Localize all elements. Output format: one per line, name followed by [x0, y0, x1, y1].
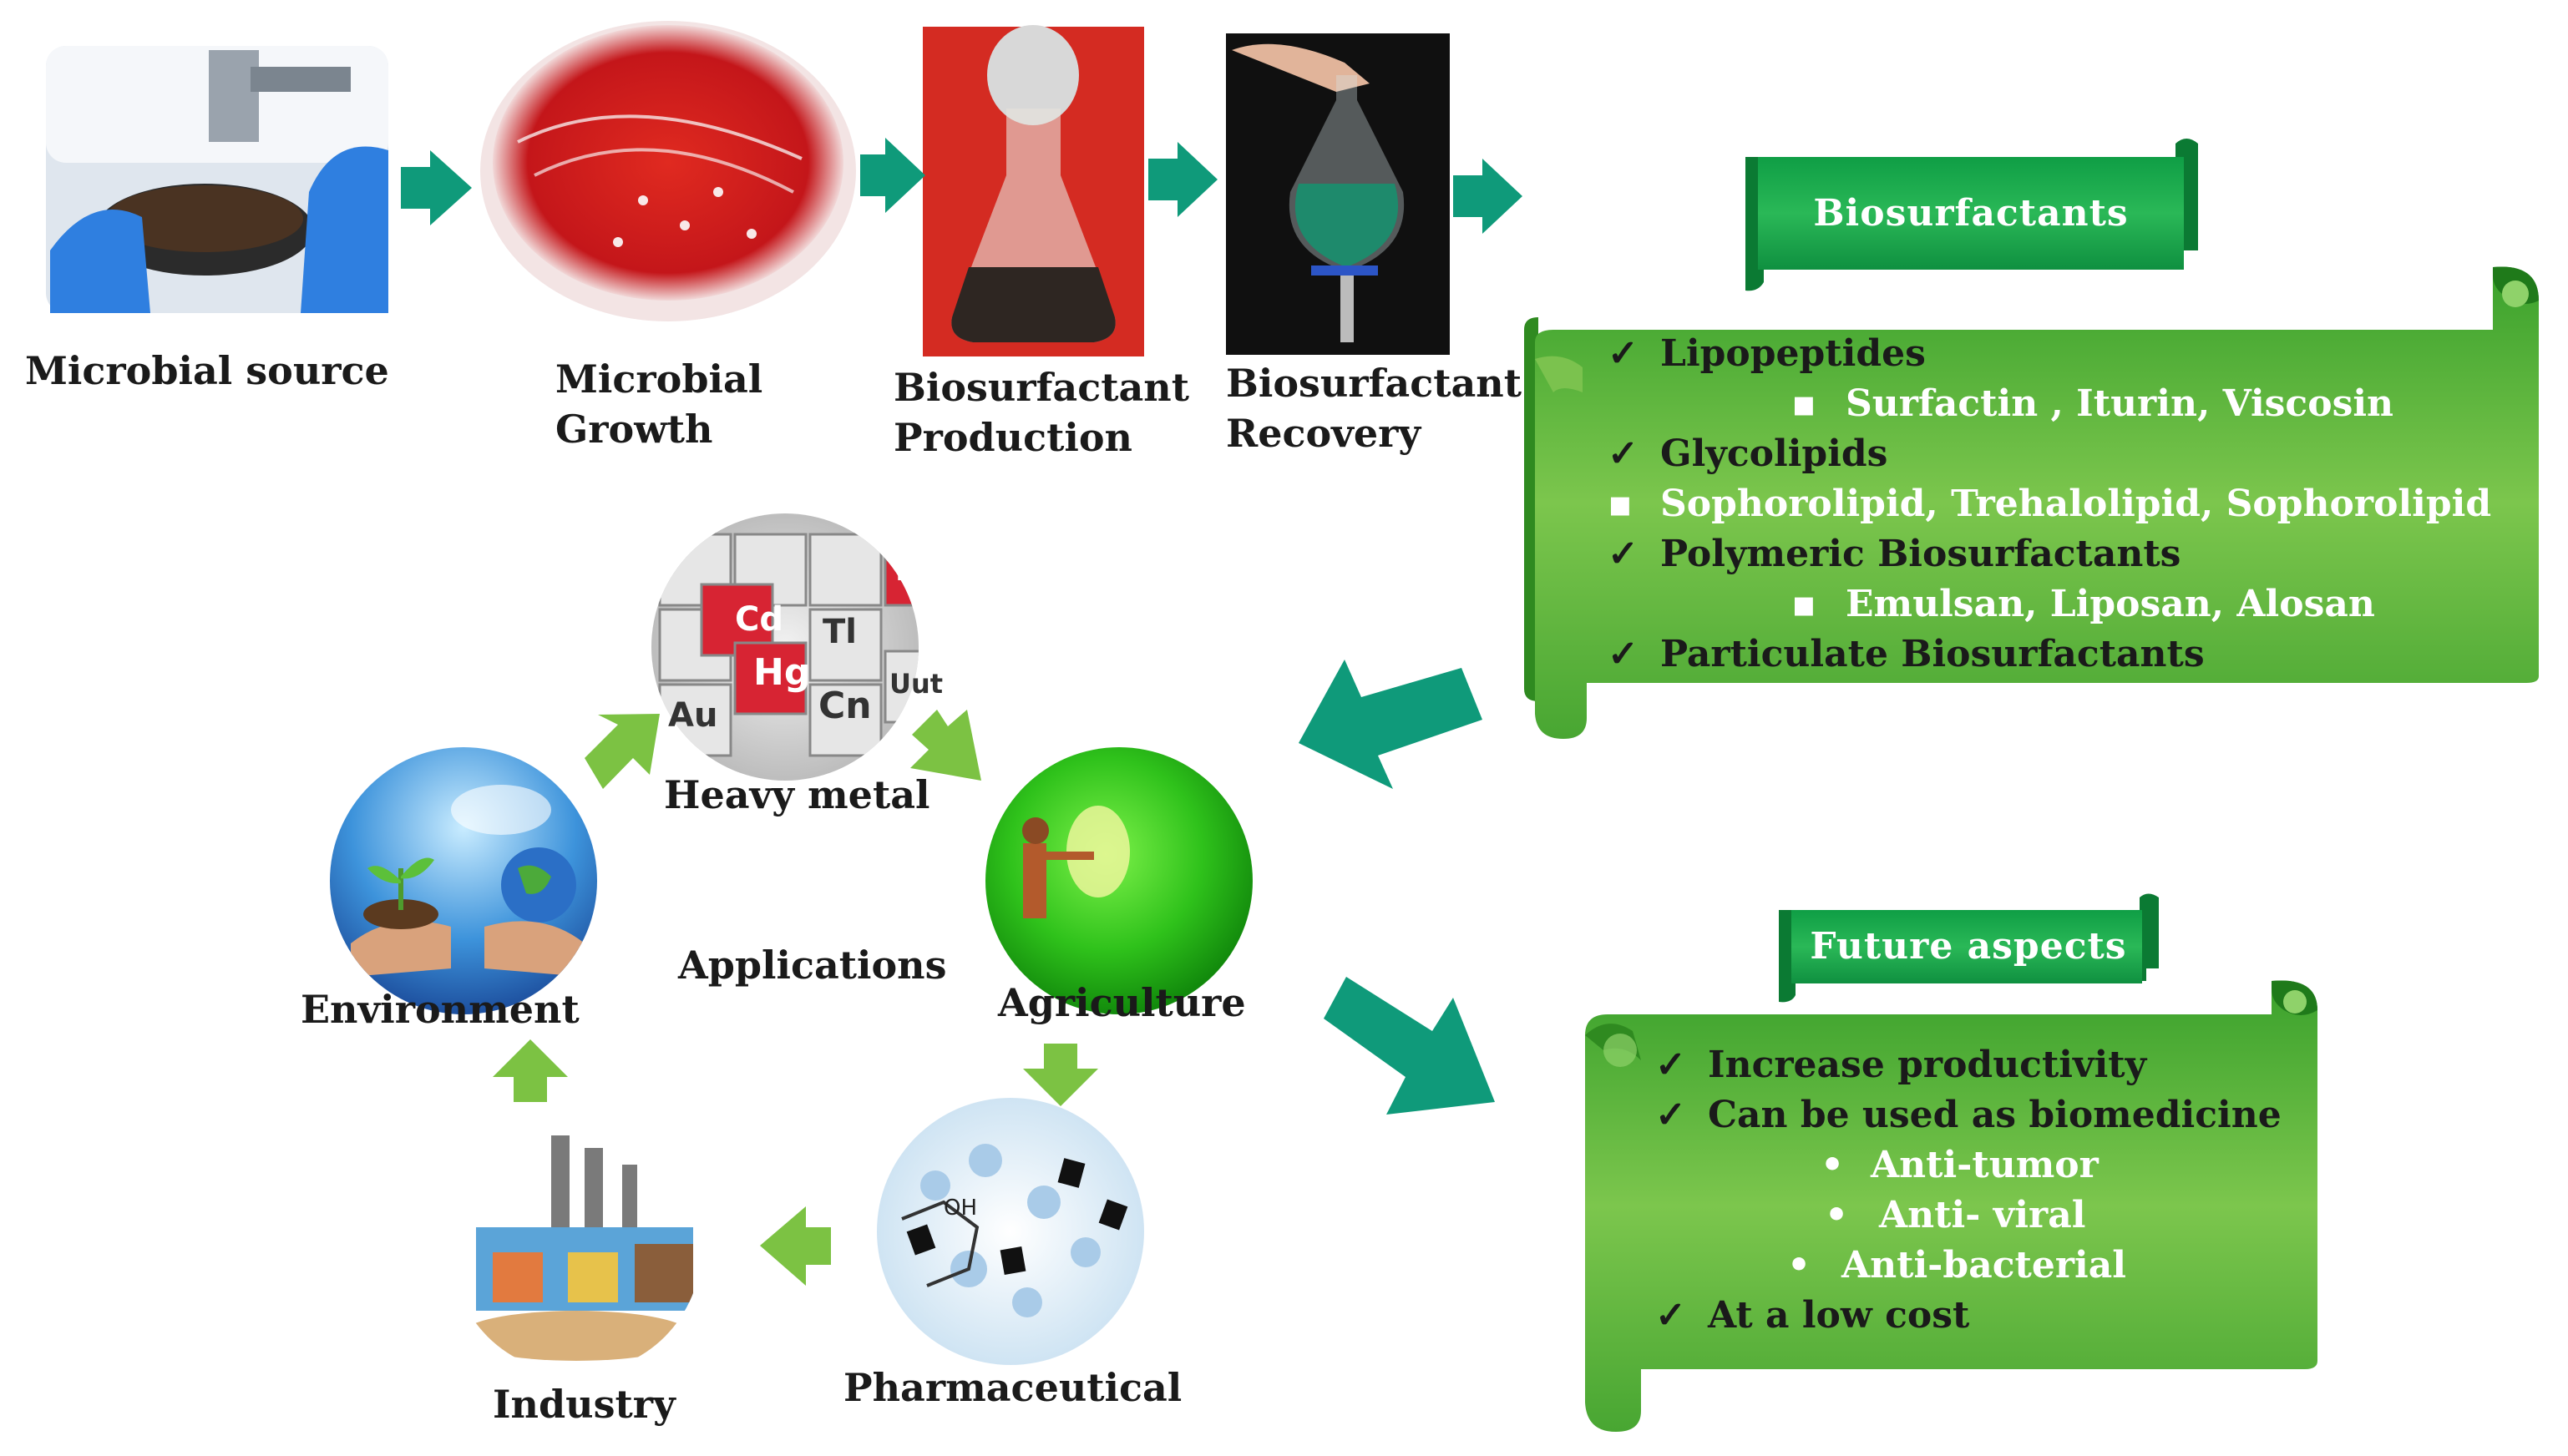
bio-marker-6: ✓	[1608, 633, 1639, 675]
bio-item-1: Surfactin , Iturin, Viscosin	[1846, 382, 2393, 425]
biosurfactants-banner: Biosurfactants	[1745, 139, 2198, 291]
future-aspects-scroll	[1585, 980, 2317, 1432]
molecule-oh-label: OH	[944, 1196, 977, 1221]
future-item-0: Increase productivity	[1708, 1044, 2148, 1086]
microbial-source-photo	[46, 46, 388, 313]
bio-marker-2: ✓	[1608, 432, 1639, 475]
tile-hg: Hg	[753, 651, 810, 694]
tile-au: Au	[668, 696, 717, 735]
step-microbial-growth-label-2: Growth	[555, 407, 713, 452]
cycle-arrow-heavy-to-agri	[910, 710, 981, 781]
future-marker-4: •	[1787, 1244, 1811, 1287]
future-item-2: Anti-tumor	[1870, 1144, 2099, 1186]
bio-marker-4: ✓	[1608, 533, 1639, 575]
cycle-arrow-industry-to-env	[493, 1039, 568, 1102]
future-item-5: At a low cost	[1707, 1294, 1970, 1337]
future-marker-1: ✓	[1655, 1094, 1686, 1136]
agriculture-image	[985, 747, 1253, 1014]
pipeline-arrow-4	[1453, 159, 1522, 234]
biosurfactants-list: ✓ Lipopeptides ▪ Surfactin , Iturin, Vis…	[1608, 332, 2491, 675]
bio-item-0: Lipopeptides	[1660, 332, 1926, 375]
bio-item-6: Particulate Biosurfactants	[1660, 633, 2205, 675]
pharmaceutical-image: OH	[877, 1098, 1144, 1365]
step-production-label-2: Production	[894, 415, 1132, 460]
heavy-metal-label: Heavy metal	[664, 772, 929, 817]
cycle-arrow-agri-to-pharma	[1023, 1044, 1098, 1106]
tile-uut: Uut	[889, 668, 943, 700]
cycle-arrow-pharma-to-industry	[760, 1206, 831, 1286]
bio-item-3: Sophorolipid, Trehalolipid, Sophorolipid	[1660, 483, 2491, 525]
environment-label: Environment	[301, 987, 580, 1032]
bio-marker-5: ▪	[1791, 583, 1816, 625]
tile-cn: Cn	[818, 685, 872, 727]
cycle-arrow-env-to-heavy	[585, 714, 660, 789]
future-item-1: Can be used as biomedicine	[1708, 1094, 2282, 1136]
bio-marker-0: ✓	[1608, 332, 1639, 375]
future-aspects-title: Future aspects	[1810, 925, 2126, 968]
arrow-to-applications	[1299, 660, 1482, 789]
bio-marker-3: ▪	[1608, 483, 1633, 525]
industry-label: Industry	[493, 1382, 676, 1427]
future-aspects-list: ✓ Increase productivity ✓ Can be used as…	[1655, 1044, 2282, 1337]
environment-image	[330, 747, 597, 1014]
biosurfactants-scroll	[1524, 266, 2539, 739]
step-microbial-growth-label-1: Microbial	[555, 356, 762, 402]
future-marker-2: •	[1821, 1144, 1844, 1186]
future-marker-5: ✓	[1655, 1294, 1686, 1337]
applications-label: Applications	[677, 943, 947, 988]
biosurfactants-title: Biosurfactants	[1813, 192, 2128, 235]
separatory-funnel-photo	[1226, 33, 1450, 355]
future-marker-3: •	[1825, 1194, 1848, 1236]
step-production-label-1: Biosurfactant	[894, 365, 1190, 410]
future-aspects-banner: Future aspects	[1779, 893, 2159, 1003]
bio-item-5: Emulsan, Liposan, Alosan	[1846, 583, 2375, 625]
step-microbial-source-label: Microbial source	[25, 348, 389, 393]
tile-tl: Tl	[823, 613, 857, 651]
bio-item-2: Glycolipids	[1660, 432, 1887, 475]
bio-item-4: Polymeric Biosurfactants	[1660, 533, 2181, 575]
pharmaceutical-label: Pharmaceutical	[843, 1365, 1182, 1410]
flask-production-photo	[923, 25, 1144, 356]
step-recovery-label-1: Biosurfactant	[1226, 361, 1522, 406]
pipeline-arrow-3	[1148, 142, 1218, 217]
pipeline-arrow-1	[401, 150, 472, 225]
step-recovery-label-2: Recovery	[1226, 411, 1421, 456]
bio-marker-1: ▪	[1791, 382, 1816, 425]
future-item-3: Anti- viral	[1878, 1194, 2085, 1236]
future-item-4: Anti-bacterial	[1841, 1244, 2126, 1287]
petri-dish-photo	[480, 21, 856, 321]
heavy-metal-image: Cd Hg Tl Pb Cn Au Uut	[651, 513, 943, 781]
future-marker-0: ✓	[1655, 1044, 1686, 1086]
industry-image	[451, 1123, 702, 1373]
agriculture-label: Agriculture	[997, 980, 1246, 1025]
tile-pb: Pb	[895, 554, 939, 588]
tile-cd: Cd	[735, 600, 783, 639]
arrow-to-future	[1324, 977, 1495, 1115]
pipeline-arrow-2	[860, 138, 925, 213]
